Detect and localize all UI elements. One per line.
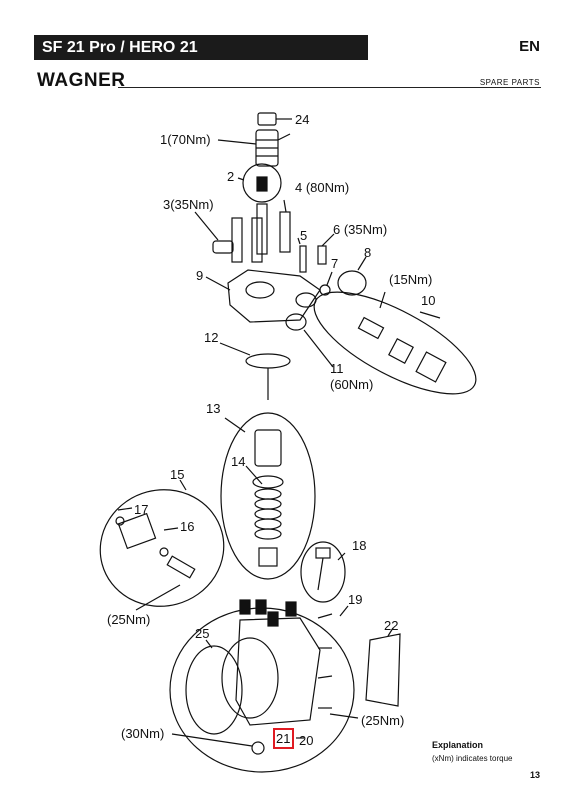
part-4-bolt bbox=[279, 211, 291, 253]
callout-16: 16 bbox=[180, 519, 195, 534]
explanation-text: (xNm) indicates torque bbox=[432, 754, 513, 763]
part-6-screw bbox=[317, 245, 327, 265]
part-15-group bbox=[99, 489, 225, 607]
callout-5: 5 bbox=[300, 228, 308, 243]
part-12-diaphragm bbox=[245, 353, 291, 369]
part-24-cap bbox=[257, 112, 277, 126]
part-13-group bbox=[220, 412, 316, 580]
callout-20: 20 bbox=[299, 733, 314, 748]
part-9-block bbox=[227, 269, 321, 323]
language-code: EN bbox=[519, 38, 540, 55]
part-10-group bbox=[313, 291, 477, 395]
part-22-plate bbox=[365, 633, 401, 707]
part-25-ring bbox=[185, 645, 243, 735]
callout-14: 14 bbox=[231, 454, 246, 469]
part-11-plug bbox=[285, 313, 307, 331]
header-rule bbox=[118, 87, 541, 88]
callout-8: 8 bbox=[364, 245, 372, 260]
callout-3: 3(35Nm) bbox=[163, 197, 214, 212]
callout-2: 2 bbox=[227, 169, 235, 184]
callout-12: 12 bbox=[204, 330, 219, 345]
callout-4: 4 (80Nm) bbox=[295, 180, 350, 195]
callout-17: 17 bbox=[134, 502, 149, 517]
section-label: SPARE PARTS bbox=[479, 78, 540, 87]
part-18-group bbox=[300, 541, 346, 603]
callout-15: 15 bbox=[170, 467, 185, 482]
part-5-pin bbox=[299, 245, 307, 273]
document-title-bar: SF 21 Pro / HERO 21 bbox=[34, 35, 368, 60]
part-8-knob bbox=[337, 270, 367, 296]
torque-30nm: (30Nm) bbox=[121, 726, 165, 741]
callout-9: 9 bbox=[196, 268, 204, 283]
brand-logo: WAGNER bbox=[37, 70, 126, 91]
callout-11-torque: (60Nm) bbox=[330, 377, 374, 392]
callout-22: 22 bbox=[384, 618, 399, 633]
callout-1: 1(70Nm) bbox=[160, 132, 211, 147]
callout-10: 10 bbox=[421, 293, 436, 308]
explanation-title: Explanation bbox=[432, 740, 484, 750]
callout-7: 7 bbox=[331, 256, 339, 271]
part-30nm-plug bbox=[251, 741, 265, 755]
part-2-circle bbox=[242, 163, 282, 203]
document-title: SF 21 Pro / HERO 21 bbox=[42, 39, 198, 56]
callout-6: 6 (35Nm) bbox=[333, 222, 388, 237]
callout-24: 24 bbox=[295, 112, 310, 127]
page-number: 13 bbox=[529, 770, 540, 780]
callout-21: 21 bbox=[276, 731, 291, 746]
torque-25nm-right: (25Nm) bbox=[361, 713, 405, 728]
callout-13: 13 bbox=[206, 401, 221, 416]
callout-10-torque: (15Nm) bbox=[389, 272, 433, 287]
torque-25nm-left: (25Nm) bbox=[107, 612, 151, 627]
callout-19: 19 bbox=[348, 592, 363, 607]
callout-25: 25 bbox=[195, 626, 210, 641]
callout-18: 18 bbox=[352, 538, 367, 553]
highlight-box bbox=[273, 728, 294, 749]
part-3-screw bbox=[212, 240, 234, 254]
callout-11: 11 bbox=[330, 361, 344, 376]
